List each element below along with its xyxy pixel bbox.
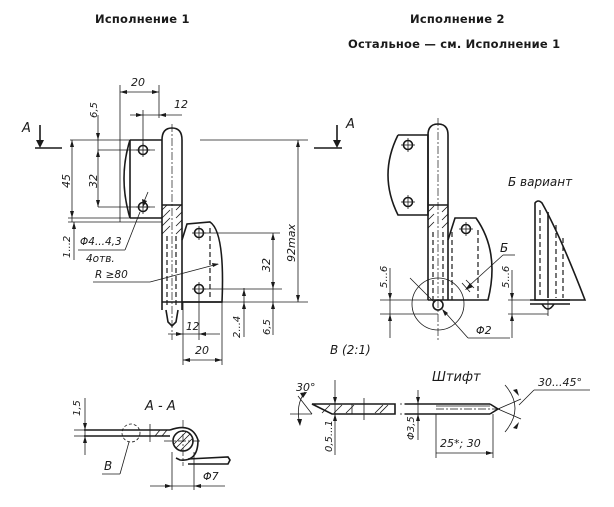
title-variant-2-note: Остальное — см. Исполнение 1 [348,37,561,51]
knuckle-v2 [427,118,453,340]
callout-b: Б [461,241,515,293]
dim-bottom-width: 20 [195,344,209,357]
section-marker-right: А [314,117,355,149]
lower-leaf-v2 [428,217,493,301]
hole-diameter-label: Φ4...4,3 [80,236,122,248]
hole-callout: Φ4...4,3 4отв. R ≥80 [78,191,219,283]
dim-top-width: 20 [131,76,145,89]
hole-count-label: 4отв. [86,253,115,265]
upper-hinge-leaf [68,139,162,223]
dimensions-right: 92max 32 6,5 2...4 [200,139,308,338]
section-a-a: А - А 1,5 В Φ7 [72,398,231,490]
section-marker-left: А [21,121,62,149]
protrusion-left-label: 5...6 [379,266,390,288]
dim-bottom-gap: 2...4 [232,316,243,338]
dim-gap: 1...2 [62,236,73,258]
dim-top-offset: 6,5 [89,102,100,118]
chamfer-angle-label: 30° [296,381,316,394]
section-aa-label: А - А [144,399,176,414]
dim-overall-height: 92max [285,224,298,262]
section-label-a-right: А [345,117,355,132]
detail-circle-b: Φ2 [409,277,510,339]
title-variant-2: Исполнение 2 [410,12,505,26]
thickness-label: 1,5 [72,400,83,416]
pin-label: Штифт [432,370,481,385]
title-variant-1: Исполнение 1 [95,12,190,26]
dim-pin-offset: 12 [186,321,200,333]
dim-hole-spacing-lower: 32 [260,258,273,272]
pin-tip-angle-label: 30...45° [538,376,582,389]
dimensions-bottom: 12 20 [168,296,223,365]
protrusion-dim-left: 5...6 [379,266,438,338]
dimensions-left: 6,5 32 45 1...2 [60,102,100,260]
view-variant-2: Φ2 Б 5...6 В (2:1) Б вариант [330,118,587,357]
detail-callout-v: В [104,459,112,473]
lower-hinge-leaf [162,221,308,303]
dim-bottom-offset: 6,5 [262,319,273,335]
view-variant-1: А А [21,76,355,365]
pin-detail: Штифт Φ3,5 25*; 30 30...45° [400,370,590,458]
pin-length-label: 25*; 30 [440,437,481,450]
pin-dia-label: Φ2 [476,324,492,337]
section-label-a-left: А [21,121,31,136]
protrusion-right-label: 5...6 [501,266,512,288]
knuckle-dia-label: Φ7 [203,470,219,483]
dim-leaf-height: 45 [60,174,73,188]
upper-leaf-v2 [387,134,429,216]
radius-label: R ≥80 [95,269,128,281]
dim-pin-width: 12 [174,98,188,111]
detail-v-section: 30° 0,5...1 [290,380,396,455]
detail-circle-v [121,423,141,443]
callout-b-label: Б [500,241,508,255]
pin-dia-label: Φ3,5 [406,416,417,440]
dimensions-top: 20 12 [119,76,188,222]
chamfer-depth-label: 0,5...1 [324,420,335,452]
variant-b-label: Б вариант [508,175,573,189]
detail-label-b: В (2:1) [330,343,371,357]
hinge-knuckle [161,124,183,340]
dim-hole-spacing-upper: 32 [87,174,100,188]
variant-b-view: Б вариант 5...6 [501,175,587,338]
